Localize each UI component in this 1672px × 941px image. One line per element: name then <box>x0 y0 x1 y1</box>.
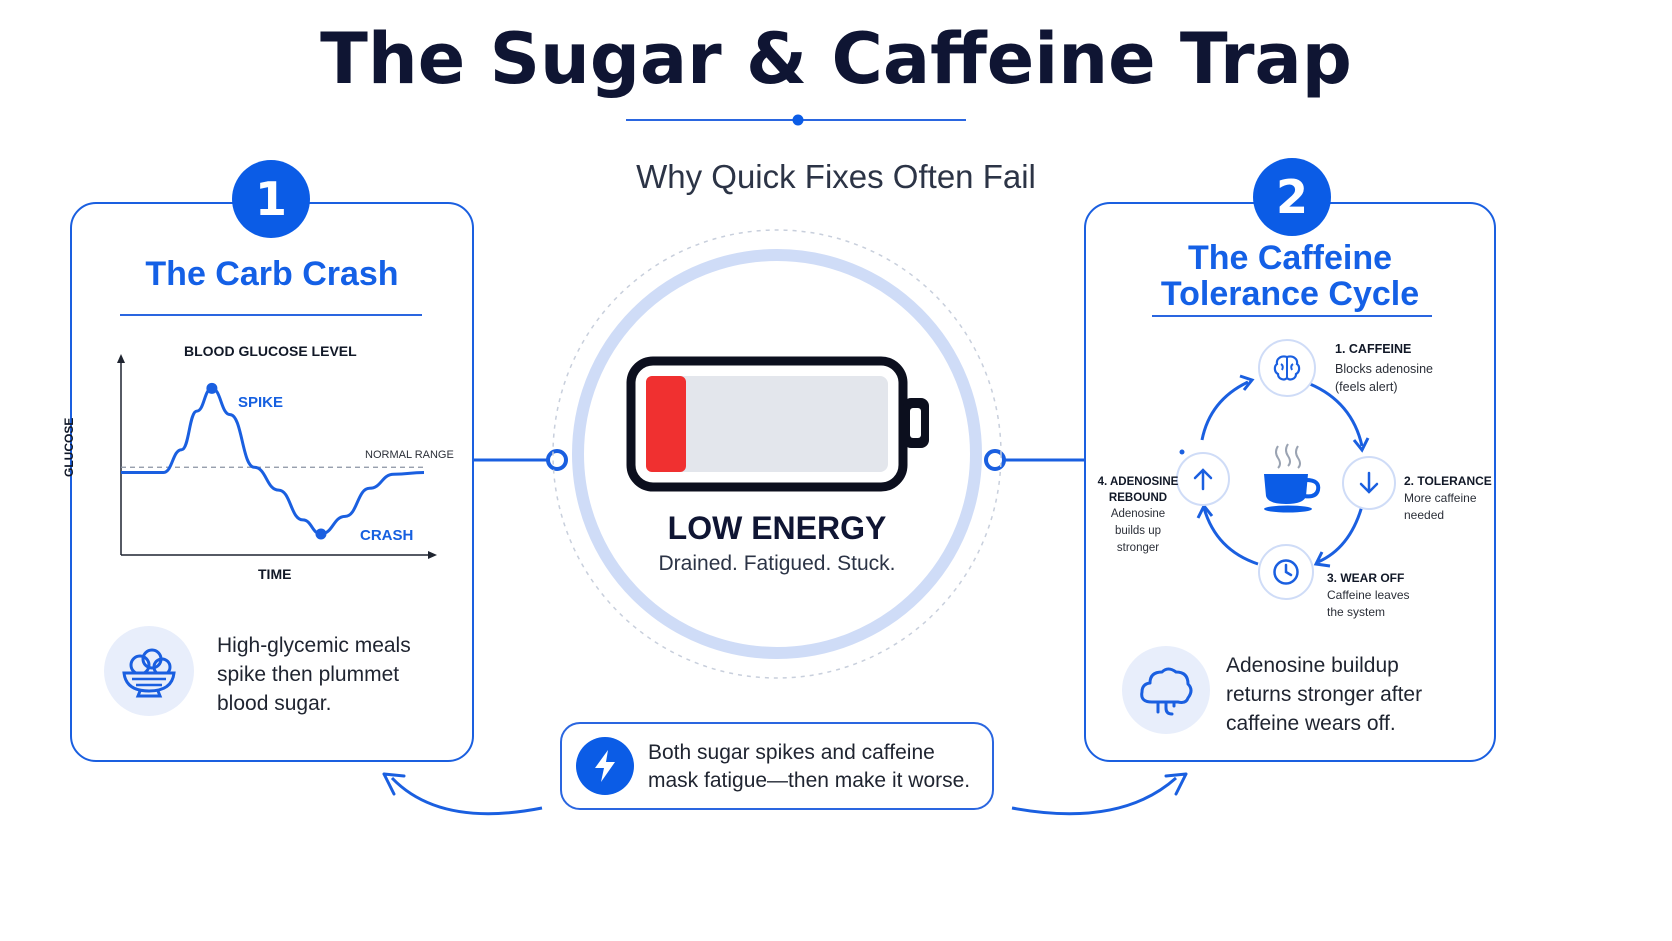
bottom-note-text: Both sugar spikes and caffeine mask fati… <box>648 741 971 792</box>
caffeine-cycle-title: The Caffeine Tolerance Cycle <box>1160 239 1420 313</box>
glucose-curve <box>121 386 425 536</box>
carb-crash-title: The Carb Crash <box>145 255 399 293</box>
page-subtitle: Why Quick Fixes Often Fail <box>636 158 1036 195</box>
step-1-text: 1. CAFFEINE Blocks adenosine (feels aler… <box>1335 342 1433 394</box>
glucose-chart-title: BLOOD GLUCOSE LEVEL <box>184 343 357 359</box>
lightning-icon-circle <box>576 737 634 795</box>
low-energy-label: LOW ENERGY <box>667 510 887 546</box>
caffeine-cycle-description: Adenosine buildup returns stronger after… <box>1226 654 1423 735</box>
food-bowl-icon-circle <box>104 626 194 716</box>
brain-icon <box>1273 355 1301 381</box>
arrow-right-bottom-icon <box>1164 772 1188 796</box>
caffeine-node <box>1258 339 1316 397</box>
low-energy-sublabel: Drained. Fatigued. Stuck. <box>658 552 896 575</box>
carb-crash-divider <box>120 314 422 316</box>
cloud-icon-circle <box>1122 646 1210 734</box>
page-title: The Sugar & Caffeine Trap <box>320 18 1352 100</box>
arrow-up-icon <box>1193 468 1213 491</box>
battery-icon <box>626 356 929 492</box>
spike-label: SPIKE <box>238 394 284 411</box>
y-axis-arrowhead <box>117 354 125 363</box>
glucose-chart <box>117 354 437 559</box>
carb-crash-description: High-glycemic meals spike then plummet b… <box>217 634 411 715</box>
step-badge-1: 1 <box>232 160 310 238</box>
cycle-arrows <box>1179 374 1370 568</box>
crash-label: CRASH <box>360 527 414 544</box>
wear-off-node <box>1258 544 1314 600</box>
step-3-text: 3. WEAR OFF Caffeine leaves the system <box>1327 571 1410 619</box>
clock-icon <box>1273 559 1299 585</box>
battery-fill <box>646 376 686 472</box>
lightning-icon <box>595 750 615 782</box>
time-axis-label: TIME <box>258 566 292 582</box>
spike-point <box>206 382 218 394</box>
cloud-icon <box>1140 667 1193 716</box>
step-badge-2: 2 <box>1253 158 1331 236</box>
step-4-text: 4. ADENOSINE REBOUND Adenosine builds up… <box>1097 476 1179 554</box>
food-bowl-icon <box>122 648 176 698</box>
caffeine-cycle-divider <box>1152 315 1432 317</box>
glucose-axis-label: GLUCOSE <box>62 417 76 477</box>
rebound-node <box>1176 452 1230 506</box>
tolerance-node <box>1342 456 1396 510</box>
normal-range-label: NORMAL RANGE <box>365 449 454 461</box>
title-divider <box>626 114 966 126</box>
coffee-cup-icon <box>1264 443 1321 513</box>
x-axis-arrowhead <box>428 551 437 559</box>
crash-point <box>315 528 327 540</box>
step-2-text: 2. TOLERANCE More caffeine needed <box>1404 474 1492 522</box>
arrow-left-bottom-icon <box>382 772 406 796</box>
arrow-down-icon <box>1359 471 1379 494</box>
